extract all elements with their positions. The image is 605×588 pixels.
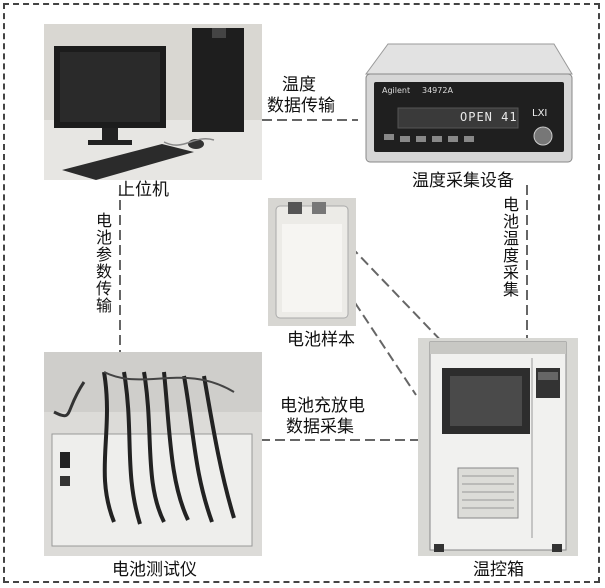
link-battery-chamber-2 — [329, 264, 417, 396]
charge-collect-label-line2: 数据采集 — [286, 417, 354, 437]
battery-param-transfer-label: 电池参数传输 — [93, 212, 112, 314]
outer-dashed-frame — [3, 3, 600, 583]
temp-chamber-label: 温控箱 — [473, 560, 524, 580]
link-battery-chamber-1 — [329, 224, 449, 349]
device-brand-text: Agilent — [382, 86, 411, 95]
temp-transfer-label-line2: 数据传输 — [267, 96, 335, 116]
pc-photo — [44, 24, 262, 180]
device-indicator-text: LXI — [532, 108, 548, 119]
temp-device-photo: Agilent 34972A OPEN 41 LXI — [358, 38, 578, 168]
battery-sample-photo — [268, 198, 356, 326]
device-model-text: 34972A — [422, 86, 453, 95]
temp-chamber-photo — [418, 338, 578, 556]
battery-temp-collect-label: 电池温度采集 — [500, 196, 519, 298]
temp-device-label: 温度采集设备 — [412, 171, 514, 191]
battery-sample-label: 电池样本 — [287, 330, 355, 350]
charge-collect-label-line1: 电池充放电 — [280, 396, 365, 416]
device-readout-text: OPEN 41 — [460, 110, 518, 124]
battery-tester-photo — [44, 352, 262, 556]
pc-label: 上位机 — [118, 180, 169, 200]
battery-tester-label: 电池测试仪 — [112, 560, 197, 580]
temp-transfer-label-line1: 温度 — [282, 75, 316, 95]
